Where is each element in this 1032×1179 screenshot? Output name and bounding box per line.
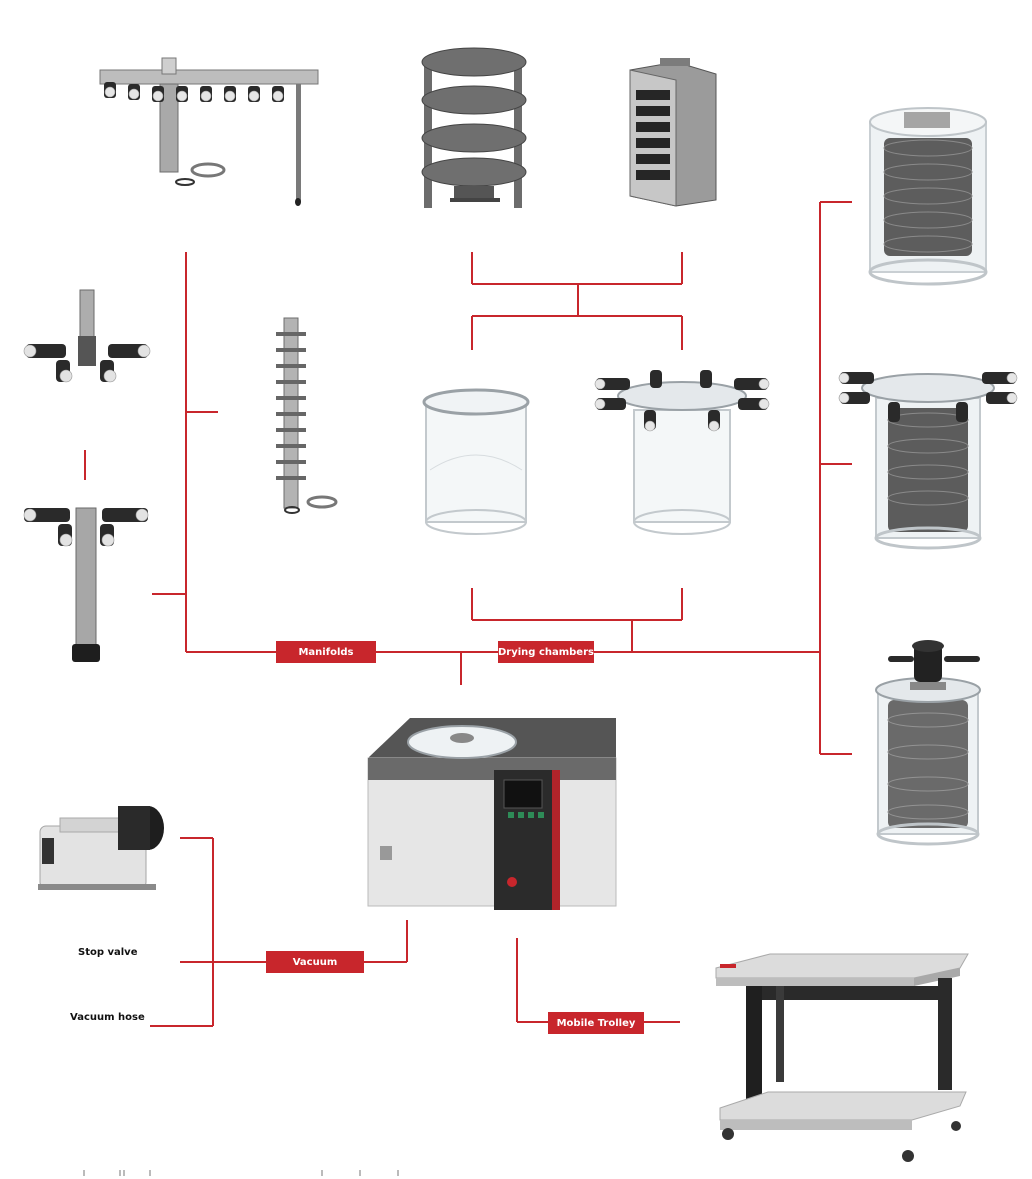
label-drying-chambers: Drying chambers bbox=[498, 641, 594, 663]
valved-chamber-with-shelves-icon bbox=[838, 372, 1018, 550]
column-manifold-icon bbox=[276, 317, 338, 514]
square-shelf-rack-icon bbox=[629, 58, 717, 207]
label-manifolds: Manifolds bbox=[276, 641, 376, 663]
mobile-trolley-icon bbox=[715, 953, 969, 1162]
freeze-dryer-icon bbox=[367, 718, 617, 910]
horizontal-manifold-icon bbox=[99, 57, 319, 206]
bell-jar-with-shelves-icon bbox=[868, 107, 988, 286]
vacuum-pump-icon bbox=[38, 806, 164, 890]
long-manifold-icon bbox=[23, 507, 149, 662]
chamber-with-top-valve-icon bbox=[875, 640, 981, 846]
label-vacuum: Vacuum bbox=[266, 951, 364, 973]
short-manifold-icon bbox=[23, 289, 151, 383]
connector-lines bbox=[84, 201, 852, 1027]
label-stop-valve: Stop valve bbox=[78, 947, 138, 958]
plain-drying-chamber-icon bbox=[422, 388, 530, 535]
footer-marks bbox=[83, 1170, 399, 1176]
label-vacuum-hose: Vacuum hose bbox=[70, 1012, 145, 1023]
label-mobile-trolley: Mobile Trolley bbox=[548, 1012, 644, 1034]
round-shelf-rack-icon bbox=[421, 47, 527, 208]
drying-chamber-with-valves-icon bbox=[594, 370, 770, 535]
